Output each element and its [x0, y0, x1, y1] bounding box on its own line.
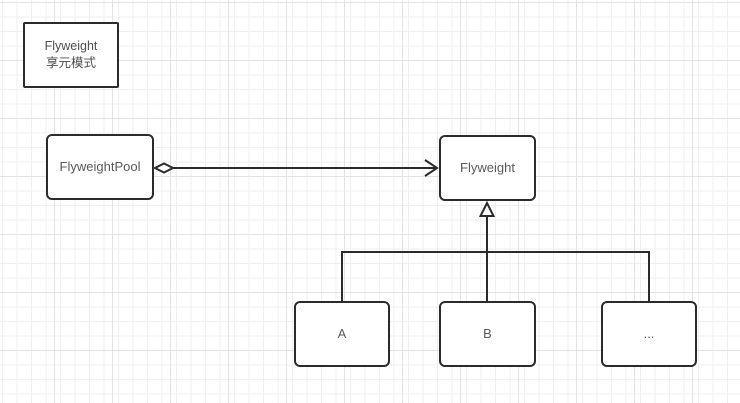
- node-concrete-a[interactable]: A: [294, 301, 390, 367]
- title-line-en: Flyweight: [44, 39, 98, 54]
- inheritance-triangle-icon: [478, 200, 496, 217]
- node-label: A: [337, 326, 347, 342]
- node-label: FlyweightPool: [59, 159, 141, 175]
- node-label: ...: [643, 326, 655, 342]
- aggregation-diamond-icon: [152, 162, 176, 174]
- generalization-rail[interactable]: [341, 251, 650, 301]
- node-label: Flyweight: [460, 160, 515, 176]
- node-title[interactable]: Flyweight 享元模式: [23, 22, 119, 88]
- aggregation-edge[interactable]: [152, 159, 439, 177]
- node-concrete-b[interactable]: B: [439, 301, 536, 367]
- node-concrete-more[interactable]: ...: [601, 301, 697, 367]
- node-label: B: [483, 326, 492, 342]
- node-flyweight[interactable]: Flyweight: [439, 135, 536, 201]
- generalization-edge[interactable]: [341, 200, 650, 301]
- open-arrowhead-icon: [424, 159, 439, 177]
- title-line-zh: 享元模式: [45, 56, 96, 70]
- node-flyweight-pool[interactable]: FlyweightPool: [46, 134, 154, 200]
